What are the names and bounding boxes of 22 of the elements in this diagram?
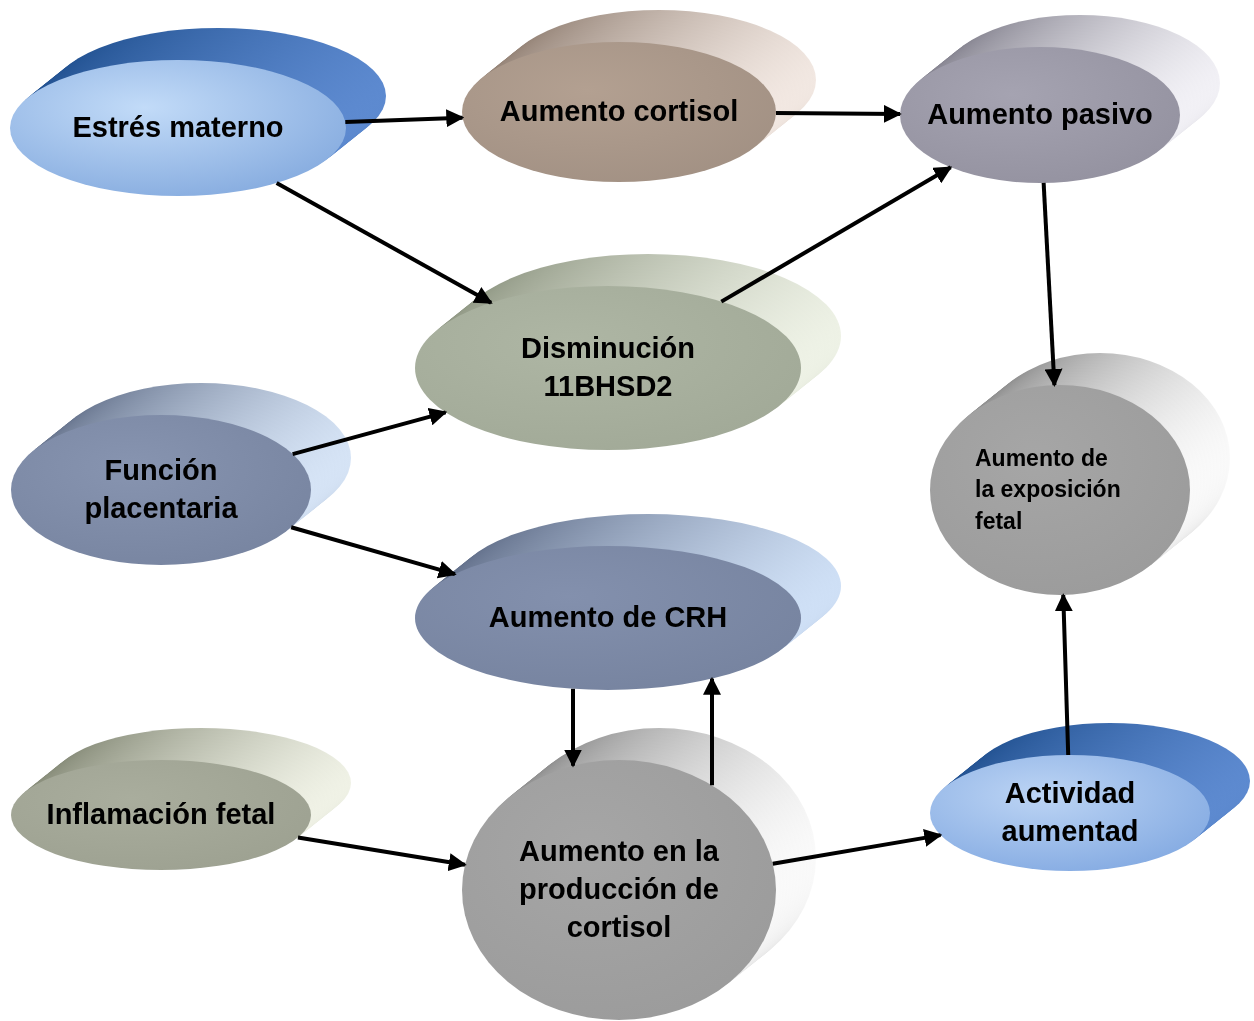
node-label: Aumento cortisol <box>499 94 739 130</box>
arrow <box>292 407 448 456</box>
arrow <box>345 109 465 128</box>
arrow <box>290 525 457 579</box>
arrow <box>275 181 493 305</box>
arrow <box>775 104 902 123</box>
node-label: Estrés materno <box>71 110 285 146</box>
node-label: Aumento de CRH <box>488 600 728 636</box>
arrow <box>297 835 467 872</box>
node-label: Aumento pasivo <box>926 97 1154 133</box>
arrow <box>720 165 953 304</box>
arrow <box>703 676 721 786</box>
node-label: Inflamación fetal <box>45 797 277 833</box>
arrow <box>772 828 943 866</box>
node-label: Disminución 11BHSD2 <box>520 331 696 404</box>
arrow <box>1054 593 1073 756</box>
node-label: Función placentaria <box>83 453 239 526</box>
node-label: Aumento en la producción de cortisol <box>519 834 719 945</box>
arrow <box>1041 182 1063 387</box>
node-label: Actividad aumentad <box>1000 776 1140 849</box>
node-label: Aumento de la exposición fetal <box>975 444 1122 536</box>
arrow <box>564 688 582 768</box>
